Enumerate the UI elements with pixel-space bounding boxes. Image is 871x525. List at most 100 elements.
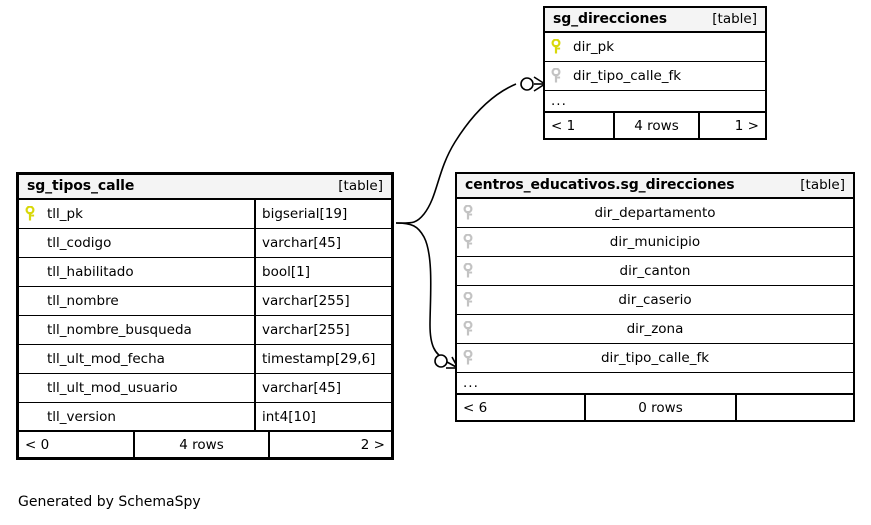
column-cell: dir_tipo_calle_fk xyxy=(457,344,853,372)
foreign-key-icon xyxy=(463,234,477,250)
foreign-key-icon xyxy=(463,205,477,221)
table-row[interactable]: tll_ult_mod_fecha timestamp[29,6] xyxy=(19,345,391,374)
more-columns-indicator: ... xyxy=(457,373,853,395)
column-type: varchar[255] xyxy=(254,316,391,344)
column-name: tll_ult_mod_fecha xyxy=(47,351,165,367)
column-cell: tll_version xyxy=(19,403,254,430)
table-row[interactable]: tll_pk bigserial[19] xyxy=(19,200,391,229)
table-row[interactable]: tll_habilitado bool[1] xyxy=(19,258,391,287)
table-header: sg_tipos_calle [table] xyxy=(19,175,391,200)
table-type-tag: [table] xyxy=(338,178,383,194)
column-name: dir_tipo_calle_fk xyxy=(573,68,682,84)
table-row[interactable]: dir_tipo_calle_fk xyxy=(545,62,765,91)
table-header: centros_educativos.sg_direcciones [table… xyxy=(457,174,853,199)
column-name: tll_version xyxy=(47,408,116,425)
foreign-key-icon xyxy=(463,292,477,308)
primary-key-icon xyxy=(25,206,39,222)
table-type-tag: [table] xyxy=(800,177,845,193)
column-type: timestamp[29,6] xyxy=(254,345,391,373)
column-name: dir_pk xyxy=(573,39,615,55)
footer-outgoing-count[interactable]: 2 > xyxy=(360,436,385,453)
column-cell: tll_ult_mod_fecha xyxy=(19,345,254,373)
table-row[interactable]: dir_departamento xyxy=(457,199,853,228)
footer-outgoing-count[interactable] xyxy=(737,395,849,420)
column-name: tll_pk xyxy=(47,206,83,222)
column-cell: dir_departamento xyxy=(457,199,853,227)
footer-row-count: 0 rows xyxy=(584,395,737,420)
no-key-spacer-icon xyxy=(25,409,39,425)
column-name: dir_caserio xyxy=(618,292,692,308)
column-type: int4[10] xyxy=(254,403,391,430)
foreign-key-icon xyxy=(463,350,477,366)
column-cell: dir_tipo_calle_fk xyxy=(545,62,765,90)
table-title: sg_tipos_calle xyxy=(27,178,135,194)
column-cell: tll_habilitado xyxy=(19,258,254,286)
column-cell: dir_pk xyxy=(545,33,765,61)
footer-row-count: 4 rows xyxy=(133,432,270,457)
footer-incoming-count[interactable]: < 6 xyxy=(463,399,488,416)
column-type: varchar[45] xyxy=(254,374,391,402)
footer-incoming-count[interactable]: < 1 xyxy=(551,117,576,134)
generator-credit: Generated by SchemaSpy xyxy=(18,494,201,510)
table-footer: < 0 4 rows 2 > xyxy=(19,432,391,457)
table-footer: < 6 0 rows xyxy=(457,395,853,420)
table-row[interactable]: tll_version int4[10] xyxy=(19,403,391,432)
column-cell: dir_municipio xyxy=(457,228,853,256)
column-cell: tll_nombre xyxy=(19,287,254,315)
column-cell: dir_canton xyxy=(457,257,853,285)
column-name: tll_nombre xyxy=(47,293,119,309)
table-header: sg_direcciones [table] xyxy=(545,8,765,33)
table-footer: < 1 4 rows 1 > xyxy=(545,113,765,138)
footer-outgoing-count[interactable]: 1 > xyxy=(734,117,759,134)
column-name: tll_nombre_busqueda xyxy=(47,322,192,338)
foreign-key-icon xyxy=(463,321,477,337)
more-columns-indicator: ... xyxy=(545,91,765,113)
column-name: dir_departamento xyxy=(594,205,716,221)
column-name: tll_codigo xyxy=(47,235,112,251)
no-key-spacer-icon xyxy=(25,322,39,338)
no-key-spacer-icon xyxy=(25,380,39,396)
table-row[interactable]: dir_caserio xyxy=(457,286,853,315)
table-title: sg_direcciones xyxy=(553,11,667,27)
table-row[interactable]: tll_ult_mod_usuario varchar[45] xyxy=(19,374,391,403)
foreign-key-icon xyxy=(463,263,477,279)
column-cell: tll_nombre_busqueda xyxy=(19,316,254,344)
table-row[interactable]: tll_nombre varchar[255] xyxy=(19,287,391,316)
table-centros-educativos-sg-direcciones[interactable]: centros_educativos.sg_direcciones [table… xyxy=(455,172,855,422)
column-cell: tll_ult_mod_usuario xyxy=(19,374,254,402)
column-type: varchar[255] xyxy=(254,287,391,315)
column-name: dir_canton xyxy=(619,263,691,279)
column-cell: tll_pk xyxy=(19,200,254,228)
column-name: dir_tipo_calle_fk xyxy=(600,350,710,366)
table-row[interactable]: dir_municipio xyxy=(457,228,853,257)
footer-incoming-count[interactable]: < 0 xyxy=(25,436,50,453)
table-row[interactable]: dir_canton xyxy=(457,257,853,286)
no-key-spacer-icon xyxy=(25,235,39,251)
column-name: tll_habilitado xyxy=(47,264,134,280)
table-row[interactable]: tll_codigo varchar[45] xyxy=(19,229,391,258)
optional-marker-circle xyxy=(520,77,534,91)
optional-marker-circle xyxy=(434,354,448,368)
column-cell: tll_codigo xyxy=(19,229,254,257)
table-row[interactable]: dir_tipo_calle_fk xyxy=(457,344,853,373)
table-sg-direcciones[interactable]: sg_direcciones [table] dir_pk xyxy=(543,6,767,140)
column-cell: dir_caserio xyxy=(457,286,853,314)
table-type-tag: [table] xyxy=(712,11,757,27)
foreign-key-icon xyxy=(551,68,565,84)
no-key-spacer-icon xyxy=(25,293,39,309)
no-key-spacer-icon xyxy=(25,351,39,367)
column-name: tll_ult_mod_usuario xyxy=(47,380,178,396)
column-type: bool[1] xyxy=(254,258,391,286)
column-name: dir_municipio xyxy=(609,234,701,250)
table-row[interactable]: dir_zona xyxy=(457,315,853,344)
footer-row-count: 4 rows xyxy=(613,113,700,138)
column-type: bigserial[19] xyxy=(254,200,391,228)
primary-key-icon xyxy=(551,39,565,55)
table-sg-tipos-calle[interactable]: sg_tipos_calle [table] tll_pk bigserial[… xyxy=(16,172,394,460)
no-key-spacer-icon xyxy=(25,264,39,280)
table-row[interactable]: dir_pk xyxy=(545,33,765,62)
table-title: centros_educativos.sg_direcciones xyxy=(465,177,735,193)
column-type: varchar[45] xyxy=(254,229,391,257)
table-row[interactable]: tll_nombre_busqueda varchar[255] xyxy=(19,316,391,345)
